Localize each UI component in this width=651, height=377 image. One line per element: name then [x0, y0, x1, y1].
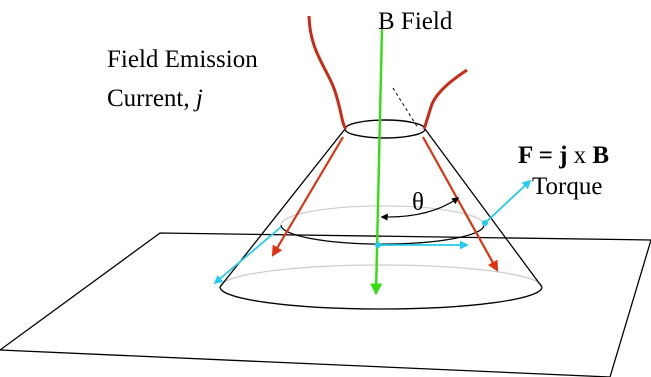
theta-reference-dashed-line — [392, 87, 419, 129]
force-arrow-right — [484, 179, 532, 224]
current-arrow-right — [422, 136, 499, 272]
force-origin-dot-center — [375, 242, 381, 248]
force-symbol-B: B — [592, 142, 609, 169]
current-variable-j: j — [193, 85, 203, 112]
current-arrow-left — [271, 136, 344, 257]
force-symbol-F: F — [518, 142, 533, 169]
emission-current-wire-right — [422, 68, 468, 130]
b-field-label: B Field — [378, 8, 453, 35]
force-symbol-j: j — [558, 142, 567, 169]
cone-mid-ring-back — [280, 205, 485, 226]
emission-current-wire-left — [307, 15, 348, 130]
ground-plane — [0, 232, 651, 377]
force-cross-sign: x — [567, 142, 592, 169]
cone-top-ring — [344, 119, 426, 139]
force-arrow-left — [213, 226, 282, 285]
current-label-prefix: Current, — [107, 85, 196, 112]
b-field-arrow — [370, 27, 384, 296]
field-emission-label-line2: Current, j — [107, 85, 203, 112]
theta-angle-arc — [380, 197, 460, 221]
cone-base-front — [219, 286, 543, 310]
cone-base-back — [219, 264, 543, 288]
cone-mid-ring-front — [280, 224, 485, 245]
force-equation-label: F = j x B — [518, 142, 609, 169]
theta-label: θ — [412, 189, 424, 216]
cone-side-right — [424, 128, 543, 288]
field-emission-label-line1: Field Emission — [107, 46, 258, 73]
force-equals-sign: = — [532, 142, 559, 169]
torque-label: Torque — [532, 173, 602, 200]
force-origin-dot-right — [482, 220, 488, 226]
